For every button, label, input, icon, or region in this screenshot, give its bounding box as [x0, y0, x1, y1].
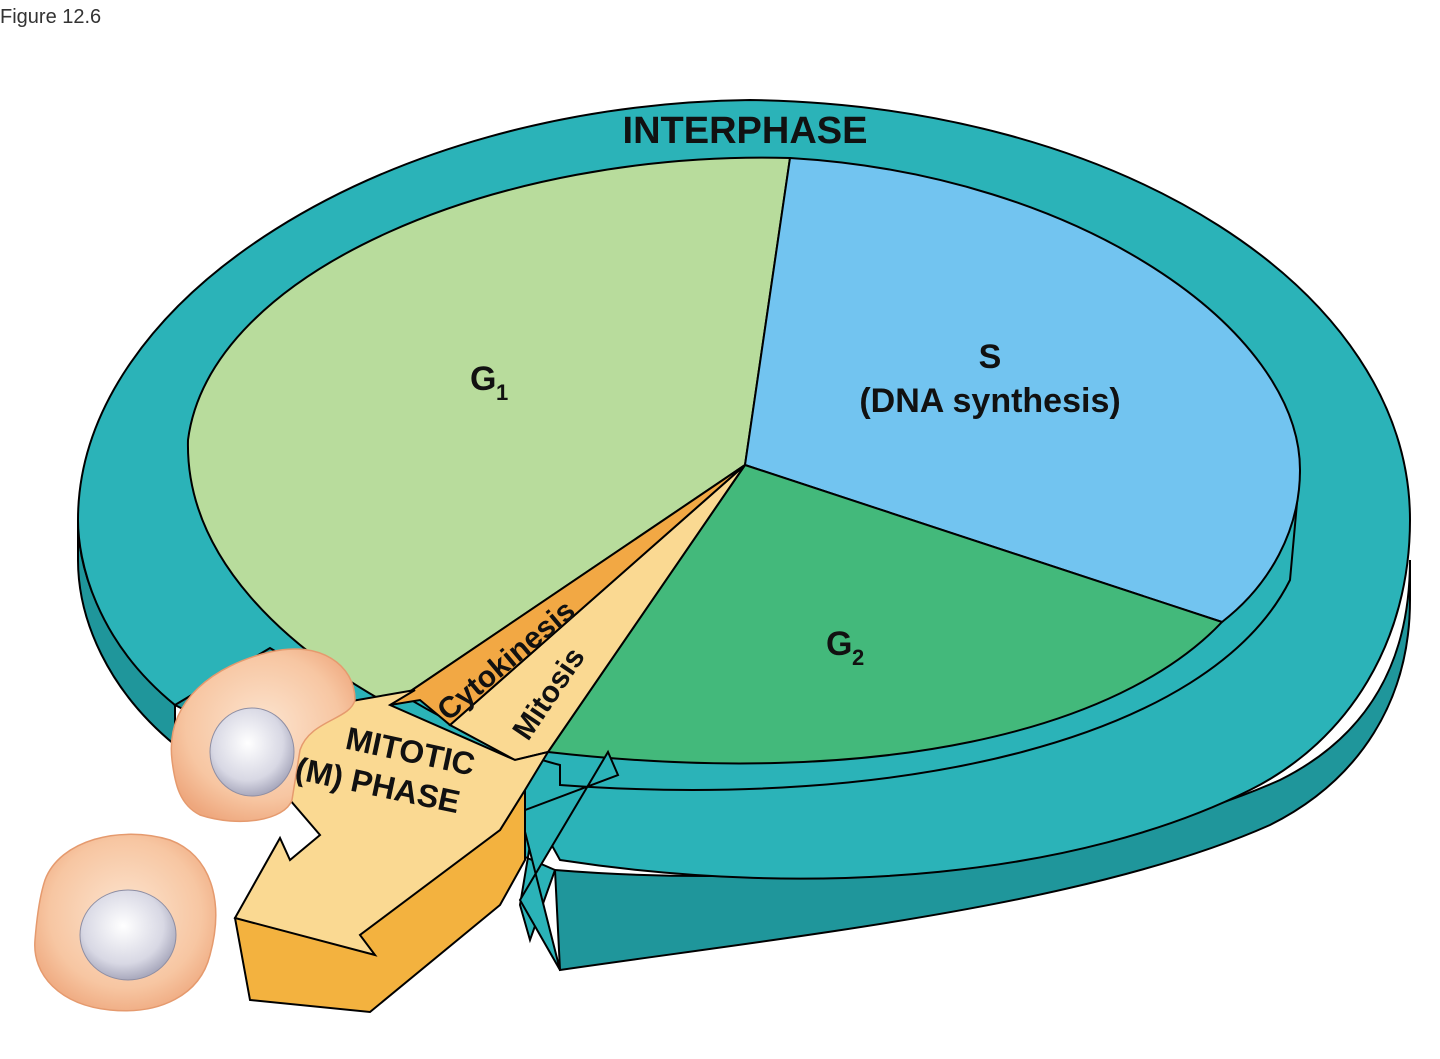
cytokinesis-sector [389, 464, 746, 727]
g2-subscript: 2 [852, 645, 864, 670]
figure-label: Figure 12.6 [0, 6, 102, 28]
daughter-cell-lower [34, 833, 217, 1012]
g2-letter: G [826, 625, 852, 663]
g1-label: G 1 [470, 360, 508, 405]
mitotic-phase-arrow [233, 689, 551, 1014]
s-sector [743, 156, 1302, 624]
cell-nucleus-lower [79, 889, 177, 981]
g2-sector [546, 463, 1224, 765]
arrow-front-face [233, 689, 551, 957]
s-label: S (DNA synthesis) [859, 338, 1120, 420]
s-description: (DNA synthesis) [859, 382, 1120, 420]
ring-arrowhead [518, 749, 620, 971]
g1-subscript: 1 [496, 380, 508, 405]
g1-sector [186, 156, 792, 707]
g2-label: G 2 [826, 625, 864, 670]
interphase-label: INTERPHASE [623, 110, 868, 152]
phase-pie [186, 156, 1302, 765]
s-letter: S [979, 338, 1002, 376]
g1-letter: G [470, 360, 496, 398]
cell-nucleus-upper [209, 707, 295, 797]
daughter-cell-upper [170, 648, 356, 823]
